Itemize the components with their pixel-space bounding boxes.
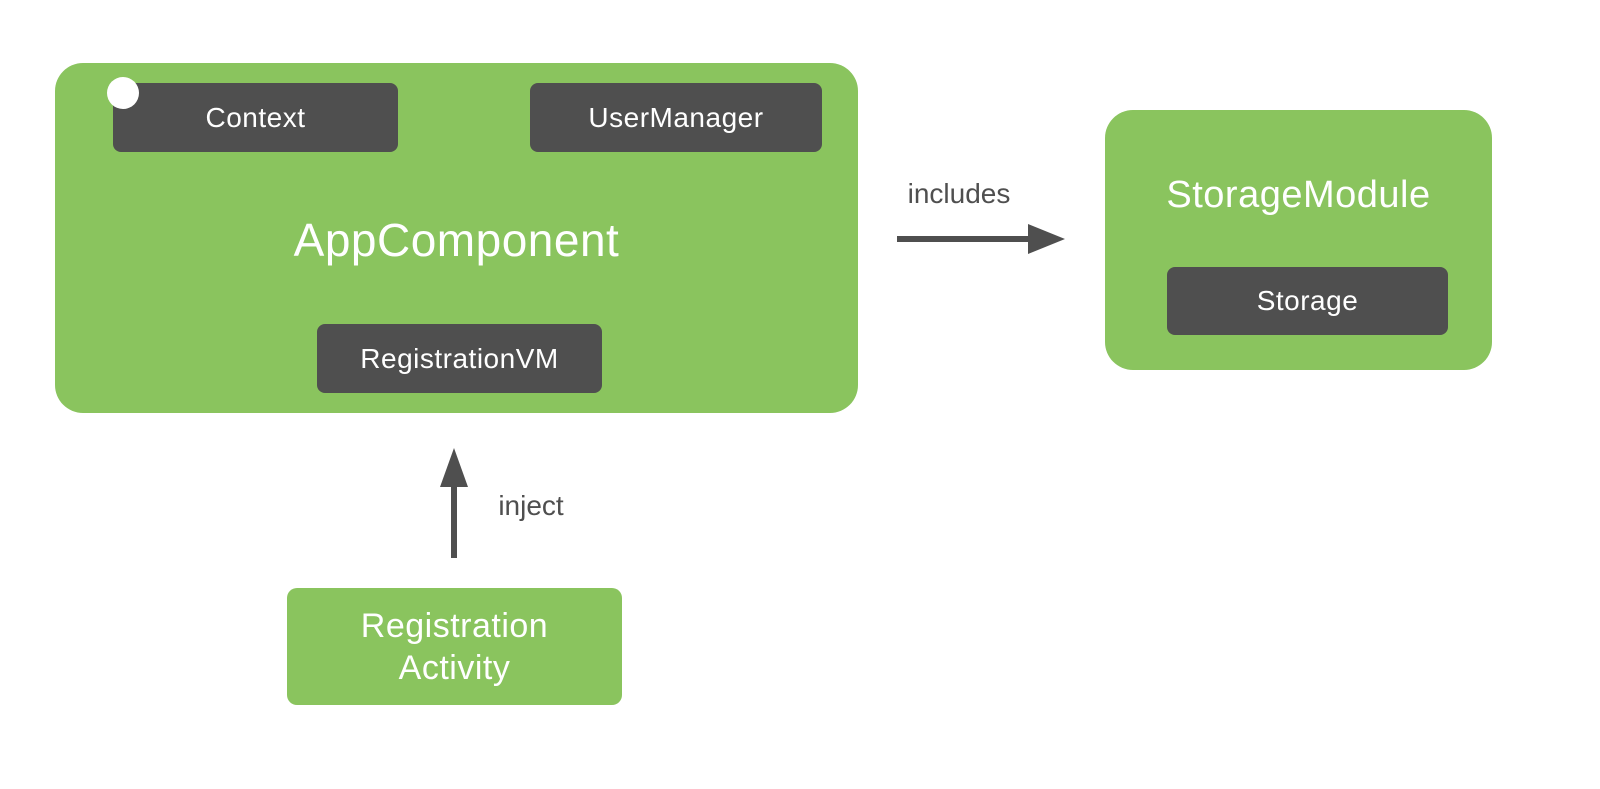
registration-vm-dependency-chip: RegistrationVM [317, 324, 602, 393]
app-component-node: Context UserManager AppComponent Registr… [55, 63, 858, 413]
storage-dependency-chip: Storage [1167, 267, 1448, 335]
registration-activity-node: Registration Activity [287, 588, 622, 705]
includes-arrowhead-icon [1028, 224, 1065, 254]
user-manager-chip-label: UserManager [588, 101, 764, 133]
context-chip-label: Context [205, 101, 306, 133]
inject-arrowhead-icon [440, 448, 468, 487]
storage-module-title: StorageModule [1166, 174, 1431, 216]
storage-module-node: StorageModule Storage [1105, 110, 1492, 370]
inject-arrow [440, 448, 468, 558]
includes-arrow [897, 224, 1065, 254]
includes-edge-label: includes [907, 178, 1011, 209]
app-component-title: AppComponent [293, 214, 620, 266]
inject-edge-label: inject [498, 490, 564, 521]
user-manager-dependency-chip: UserManager [530, 83, 822, 152]
storage-chip-label: Storage [1256, 285, 1359, 316]
registration-activity-label-line1: Registration [360, 606, 549, 645]
registration-vm-chip-label: RegistrationVM [360, 342, 559, 374]
singleton-scope-dot-icon [107, 77, 139, 109]
registration-activity-label-line2: Activity [398, 648, 511, 687]
context-dependency-chip: Context [113, 83, 398, 152]
